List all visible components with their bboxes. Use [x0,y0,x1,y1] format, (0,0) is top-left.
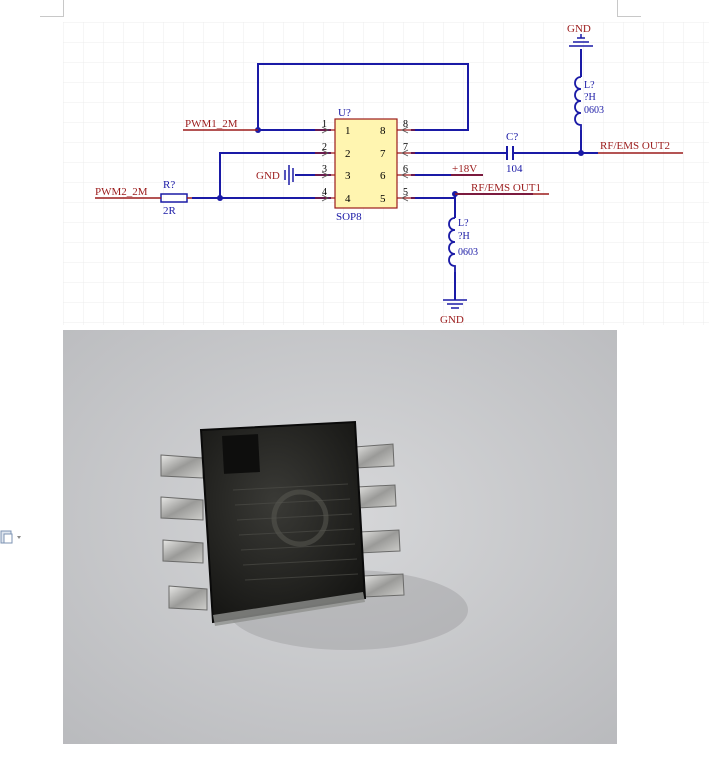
resistor-designator: R? [163,179,175,191]
page-corner-mark-left-horizontal [40,16,64,17]
ic-pin-3-inner: 3 [345,170,351,182]
chip-left-leads [160,454,208,611]
ic-pin-6-inner: 6 [380,170,386,182]
page-corner-mark-right-vertical [617,0,618,16]
ic-pin-7-outer: 7 [403,142,408,153]
ic-pin-8-inner: 8 [380,125,386,137]
chevron-down-icon [17,536,21,539]
schematic-image: U? SOP8 1 2 3 4 8 7 6 5 1 2 3 4 8 7 6 5 … [63,22,709,326]
capacitor-symbol [506,146,514,160]
ic-pin-stubs [315,129,415,199]
ic-body [334,118,398,209]
inductor-bottom-package: 0603 [458,247,478,258]
gnd-bottom-label: GND [440,314,464,325]
chip-surface-mark [271,489,329,547]
net-label-pwm1: PWM1_2M [185,118,238,130]
ic-pin-2-inner: 2 [345,148,351,160]
inductor-bottom-designator: L? [458,218,469,229]
chip-right-leads [354,443,405,598]
inductor-top-designator: L? [584,80,595,91]
ic-pin-8-outer: 8 [403,119,408,130]
gnd-left-label: GND [256,170,280,182]
ic-pin-7-inner: 7 [380,148,386,160]
ic-package-label: SOP8 [336,211,362,223]
chip-edge-residue [213,592,365,626]
ic-designator: U? [338,107,351,119]
inductor-bottom-symbol [448,217,456,272]
inductor-bottom-value: ?H [458,231,470,242]
page-corner-mark-right-horizontal [617,16,641,17]
net-label-out2: RF/EMS OUT2 [600,140,670,152]
chip-surface-texture [232,483,359,581]
paste-options-icon[interactable] [0,529,24,545]
ic-pin-markers [321,126,409,202]
page-corner-mark-left-vertical [63,0,64,16]
wires [192,49,598,300]
resistor-value: 2R [163,205,177,217]
ic-pin-5-inner: 5 [380,193,386,205]
ic-pin-4-outer: 4 [322,187,327,198]
net-label-out1: RF/EMS OUT1 [471,182,541,194]
net-label-lines [95,129,683,199]
net-label-18v: +18V [452,163,477,175]
inductor-top-symbol [574,76,582,130]
junctions [217,127,584,201]
ic-pin-1-outer: 1 [322,119,327,130]
capacitor-value: 104 [506,163,523,175]
ic-pin-2-outer: 2 [322,142,327,153]
gnd-left-symbol [284,165,294,185]
gnd-bottom-symbol [443,299,467,309]
ic-pin-6-outer: 6 [403,164,408,175]
ic-pin-4-inner: 4 [345,193,351,205]
gnd-top-label: GND [567,23,591,35]
ic-pin-3-outer: 3 [322,164,327,175]
chip-pin1-tab [222,434,260,474]
sop8-chip-photo [63,330,617,744]
inductor-top-package: 0603 [584,105,604,116]
inductor-top-value: ?H [584,92,596,103]
ic-pin-1-inner: 1 [345,125,351,137]
gnd-top-symbol [569,34,593,47]
ic-pin-5-outer: 5 [403,187,408,198]
net-label-pwm2: PWM2_2M [95,186,148,198]
capacitor-designator: C? [506,131,518,143]
